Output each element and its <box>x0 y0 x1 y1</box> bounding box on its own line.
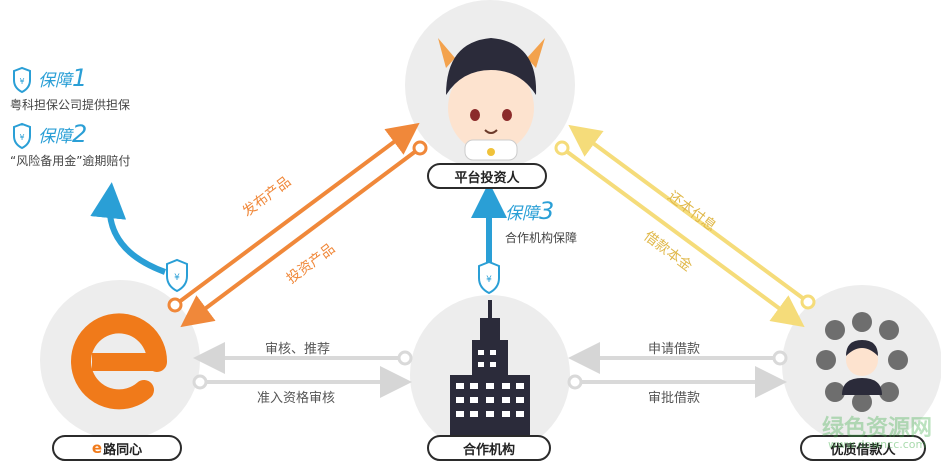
svg-text:¥: ¥ <box>19 77 24 86</box>
platform-logo <box>71 313 168 410</box>
svg-text:¥: ¥ <box>174 273 180 283</box>
arrow-repay <box>568 124 810 304</box>
arrow-publish <box>173 122 420 307</box>
flow-review-recommend-label: 审核、推荐 <box>265 342 331 357</box>
guarantee-3-desc: 合作机构保障 <box>505 231 578 245</box>
watermark-text: 绿色资源网 <box>822 416 933 441</box>
arrow-invest <box>180 146 422 328</box>
guarantee-2-desc: “风险备用金”逾期赔付 <box>10 154 131 168</box>
arrow-guarantee-platform <box>90 182 167 275</box>
shield-icon: ¥ <box>166 258 188 293</box>
shield-icon: ¥ <box>13 66 31 94</box>
borrowers-group-icon <box>816 312 908 412</box>
flow-approve-loan-label: 审批借款 <box>648 391 701 406</box>
flow-apply-loan-label: 申请借款 <box>648 342 701 357</box>
guarantee-2-title: 保障2 <box>38 120 88 148</box>
shield-icon: ¥ <box>478 260 500 295</box>
shield-icon: ¥ <box>13 122 31 150</box>
guarantee-3-title: 保障3 <box>505 197 555 225</box>
investor-avatar <box>438 38 545 161</box>
investor-label: 平台投资人 <box>427 163 547 189</box>
arrow-loan <box>560 146 805 328</box>
flow-access-review-label: 准入资格审核 <box>257 391 336 406</box>
platform-label: e 路同心 <box>52 435 182 461</box>
platform-logo-letter: e <box>91 439 103 457</box>
svg-text:¥: ¥ <box>486 275 492 285</box>
guarantee-1-title: 保障1 <box>38 64 88 92</box>
borrowers-label: 优质借款人 <box>800 435 926 461</box>
svg-text:¥: ¥ <box>19 133 24 142</box>
partner-label: 合作机构 <box>427 435 551 461</box>
watermark-url: www.downcc.com <box>828 438 927 451</box>
guarantee-1-desc: 粤科担保公司提供担保 <box>10 98 131 112</box>
partner-building <box>450 300 530 435</box>
